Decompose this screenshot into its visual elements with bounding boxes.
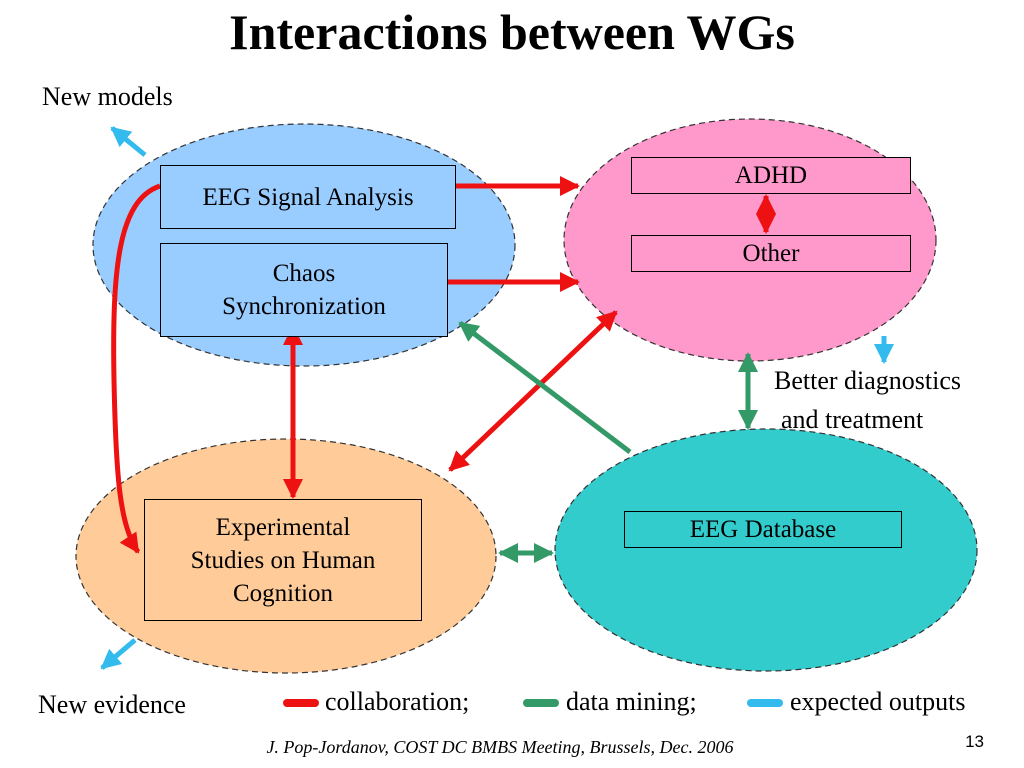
new-models-arrow: [110, 126, 147, 157]
legend-data-mining-label: data mining;: [566, 687, 697, 716]
legend-data-mining-swatch: [523, 699, 559, 707]
slide-title: Interactions between WGs: [229, 4, 795, 60]
database-group: [554, 428, 978, 672]
legend-expected-outputs-swatch: [747, 699, 783, 707]
new-models-label: New models: [42, 82, 173, 111]
other-box: Other: [631, 235, 911, 272]
clinical-cognition-arrow: [448, 310, 618, 472]
legend-collaboration-swatch: [283, 699, 319, 707]
legend-collaboration-label: collaboration;: [325, 687, 470, 716]
adhd-box: ADHD: [631, 157, 911, 194]
chaos-synchronization-box: Chaos Synchronization: [160, 243, 448, 337]
adhd-label: ADHD: [734, 162, 808, 189]
better-diagnostics-label: Better diagnostics: [774, 366, 962, 395]
eeg-database-label: EEG Database: [689, 516, 837, 543]
studies-on-human-label: Studies on Human: [190, 546, 376, 574]
eeg-to-experimental-arrow: [111, 183, 161, 554]
chaos-label: Chaos: [272, 260, 336, 287]
new-evidence-arrow: [100, 638, 137, 670]
other-label: Other: [742, 240, 800, 267]
new-evidence-label: New evidence: [38, 690, 186, 719]
footer-citation: J. Pop-Jordanov, COST DC BMBS Meeting, B…: [266, 737, 734, 757]
database-to-chaos-arrow: [458, 321, 632, 454]
synchronization-label: Synchronization: [222, 293, 386, 320]
eeg-signal-analysis-label: EEG Signal Analysis: [202, 183, 414, 211]
cognition-label: Cognition: [232, 579, 333, 607]
experimental-studies-box: Experimental Studies on Human Cognition: [144, 499, 422, 621]
eeg-database-box: EEG Database: [624, 511, 902, 548]
experimental-label: Experimental: [215, 513, 351, 541]
legend-expected-outputs-label: expected outputs: [790, 687, 966, 716]
page-number: 13: [965, 732, 984, 751]
eeg-signal-analysis-box: EEG Signal Analysis: [160, 165, 456, 229]
treatment-label: and treatment: [781, 405, 924, 434]
